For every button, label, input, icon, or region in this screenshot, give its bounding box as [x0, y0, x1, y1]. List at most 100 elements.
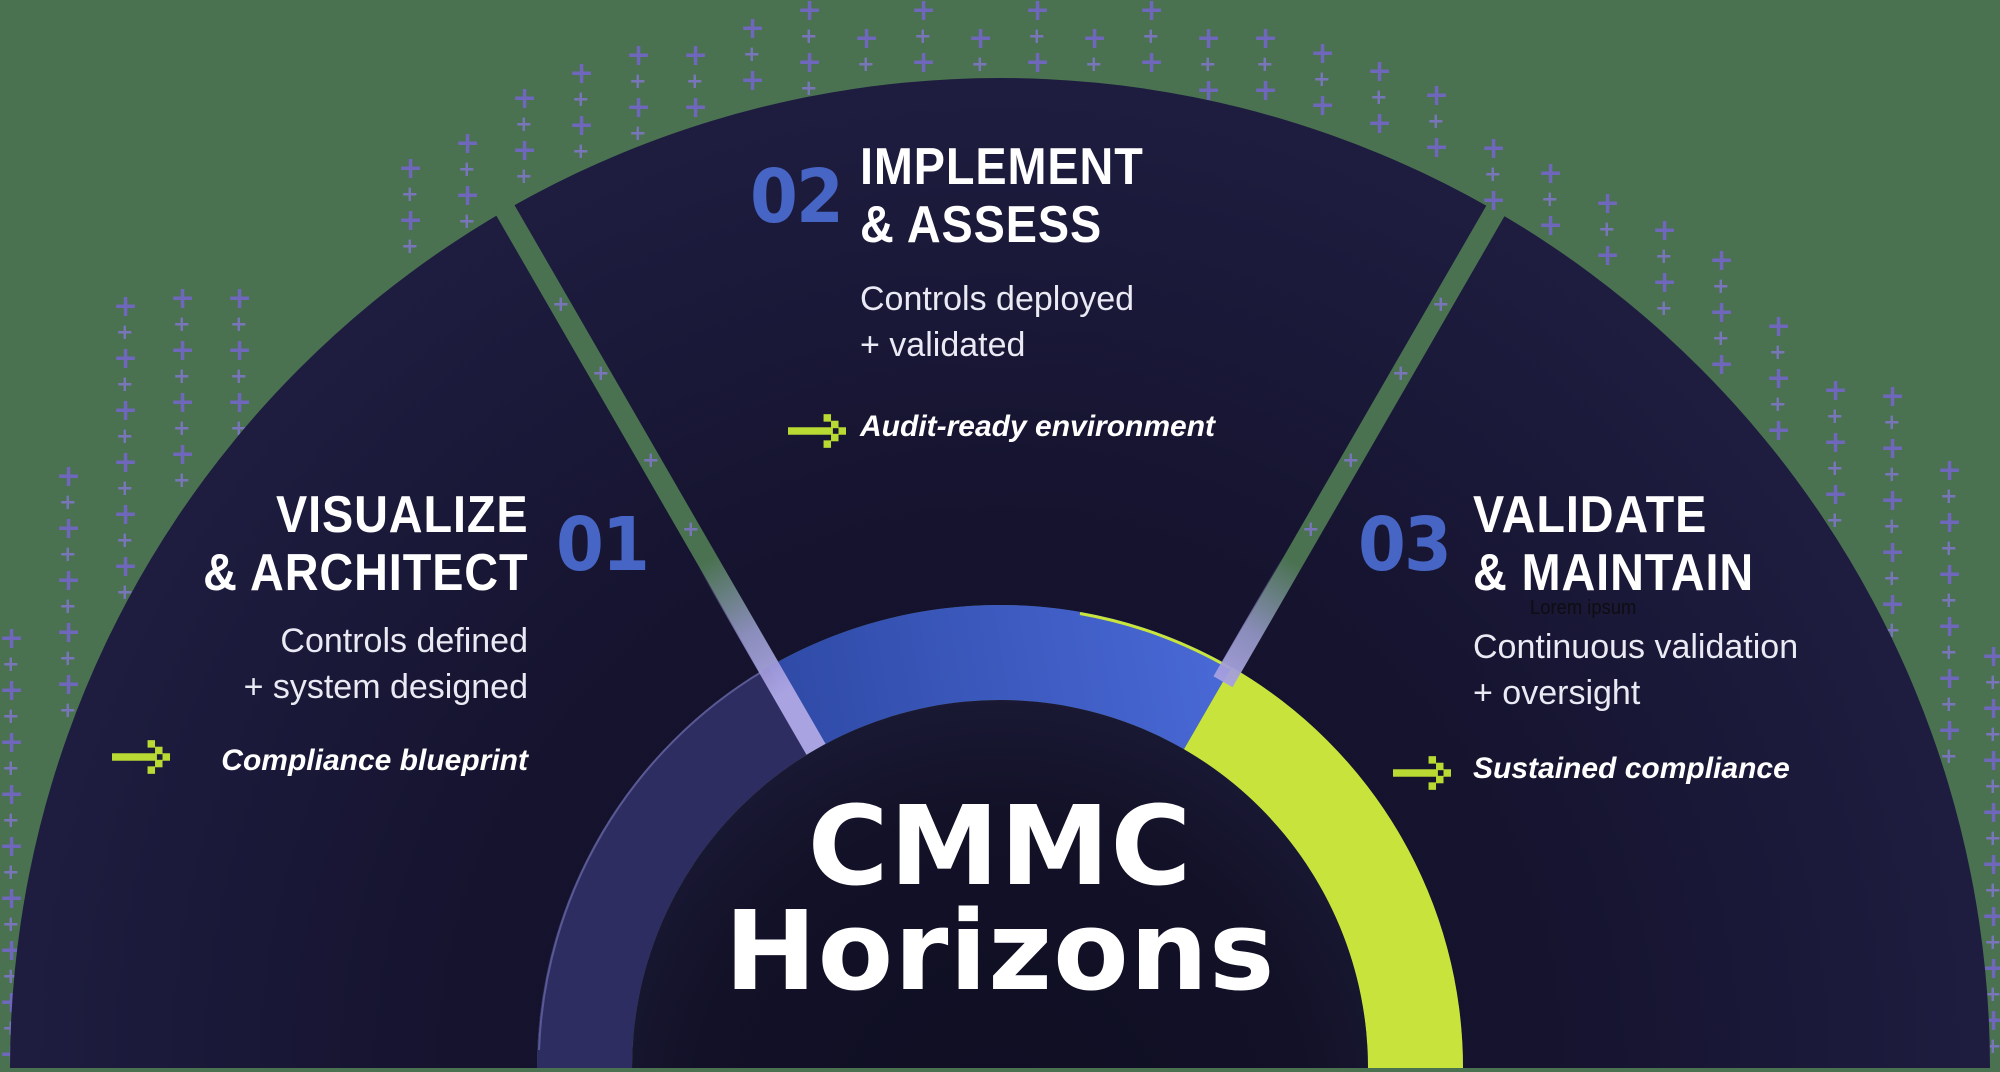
phase3-title-line2: & MAINTAIN [1473, 544, 1755, 602]
plus-icon: + [1826, 404, 1844, 428]
plus-icon: + [1142, 24, 1160, 48]
plus-icon: + [1025, 0, 1051, 28]
pixel-arrow-right-icon [788, 414, 846, 448]
plus-icon: + [401, 234, 419, 258]
plus-icon: + [1984, 878, 2000, 902]
plus-icon: + [572, 87, 590, 111]
plus-icon: + [1984, 826, 2000, 850]
plus-icon: + [1595, 186, 1621, 221]
plus-icon: + [59, 542, 77, 566]
phase1-title: VISUALIZE & ARCHITECT [203, 486, 528, 602]
plus-icon: + [455, 178, 481, 213]
plus-icon: + [1981, 795, 2000, 830]
plus-icon: + [1937, 609, 1963, 644]
plus-icon: + [1981, 847, 2000, 882]
plus-icon: + [1139, 0, 1165, 28]
plus-icon: + [1981, 951, 2000, 986]
plus-icon: + [1940, 536, 1958, 560]
plus-icon: + [1481, 131, 1507, 166]
plus-icon: + [1712, 274, 1730, 298]
plus-icon: + [1826, 508, 1844, 532]
plus-icon: + [56, 563, 82, 598]
plus-icon: + [1880, 535, 1906, 570]
plus-icon: + [2, 756, 20, 780]
plus-icon: + [59, 646, 77, 670]
plus-icon: + [0, 725, 25, 760]
plus-icon: + [1984, 982, 2000, 1006]
plus-icon: + [116, 424, 134, 448]
phase3-outcome: Sustained compliance [1473, 752, 1790, 785]
inner-dome [632, 700, 1368, 1068]
phase2-desc-line1: Controls deployed [860, 280, 1135, 318]
plus-icon: + [1310, 88, 1336, 123]
plus-icon: + [1139, 45, 1165, 80]
pixel-arrow-right-icon [112, 740, 170, 774]
phase2-description: Controls deployed + validated [860, 276, 1134, 368]
plus-icon: + [1940, 640, 1958, 664]
plus-icon: + [1256, 52, 1274, 76]
ring-segment-phase3 [1184, 667, 1463, 1068]
center-title: CMMC Horizons [500, 782, 1500, 1006]
plus-icon: + [1937, 661, 1963, 696]
plus-icon: + [116, 320, 134, 344]
plus-icon: + [1538, 156, 1564, 191]
plus-icon: + [170, 385, 196, 420]
plus-icon: + [1940, 588, 1958, 612]
plus-icon: + [1313, 67, 1331, 91]
plus-icon: + [1655, 244, 1673, 268]
plus-icon: + [2, 704, 20, 728]
plus-icon: + [458, 209, 476, 233]
plus-icon: + [1082, 21, 1108, 56]
plus-icon: + [1310, 36, 1336, 71]
plus-icon: + [227, 385, 253, 420]
plus-icon: + [968, 21, 994, 56]
phase1-description: Controls defined + system designed [244, 618, 528, 710]
plus-icon: + [1484, 162, 1502, 186]
plus-icon: + [116, 528, 134, 552]
plus-icon: + [56, 459, 82, 494]
plus-icon: + [1538, 208, 1564, 243]
plus-icon: + [0, 829, 25, 864]
phase2-title: IMPLEMENT & ASSESS [860, 138, 1144, 254]
plus-icon: + [629, 69, 647, 93]
plus-icon: + [797, 45, 823, 80]
plus-icon: + [1823, 477, 1849, 512]
plus-icon: + [683, 38, 709, 73]
plus-icon: + [113, 341, 139, 376]
plus-icon: + [1367, 106, 1393, 141]
phase1-number: 01 [556, 502, 650, 588]
plus-icon: + [170, 281, 196, 316]
plus-icon: + [1981, 691, 2000, 726]
plus-icon: + [113, 549, 139, 584]
plus-icon: + [1370, 85, 1388, 109]
plus-icon: + [401, 182, 419, 206]
plus-icon: + [1709, 347, 1735, 382]
plus-icon: + [1253, 73, 1279, 108]
plus-icon: + [1981, 639, 2000, 674]
pixel-arrow-right-icon [1393, 756, 1451, 790]
plus-icon: + [1652, 213, 1678, 248]
plus-icon: + [1937, 505, 1963, 540]
plus-icon: + [740, 63, 766, 98]
ring-segment-phase2 [768, 604, 1232, 750]
center-title-line1: CMMC [807, 782, 1193, 910]
plus-icon: + [1984, 722, 2000, 746]
plus-icon: + [113, 497, 139, 532]
plus-icon: + [1598, 217, 1616, 241]
plus-icon: + [398, 151, 424, 186]
phase1-desc-line2: + system designed [243, 668, 528, 706]
ring-lime-hairline [1079, 612, 1231, 670]
plus-icon: + [1424, 78, 1450, 113]
phase3-title: VALIDATE & MAINTAIN [1473, 486, 1754, 602]
plus-icon: + [1937, 453, 1963, 488]
phase2-title-line2: & ASSESS [860, 196, 1103, 254]
phase2-title-line1: IMPLEMENT [860, 138, 1144, 196]
phase2-number: 02 [750, 154, 844, 240]
plus-icon: + [569, 108, 595, 143]
plus-icon: + [1709, 295, 1735, 330]
plus-icon: + [170, 437, 196, 472]
plus-icon: + [1880, 379, 1906, 414]
plus-icon: + [740, 11, 766, 46]
phase3-number: 03 [1358, 502, 1452, 588]
plus-icon: + [800, 24, 818, 48]
